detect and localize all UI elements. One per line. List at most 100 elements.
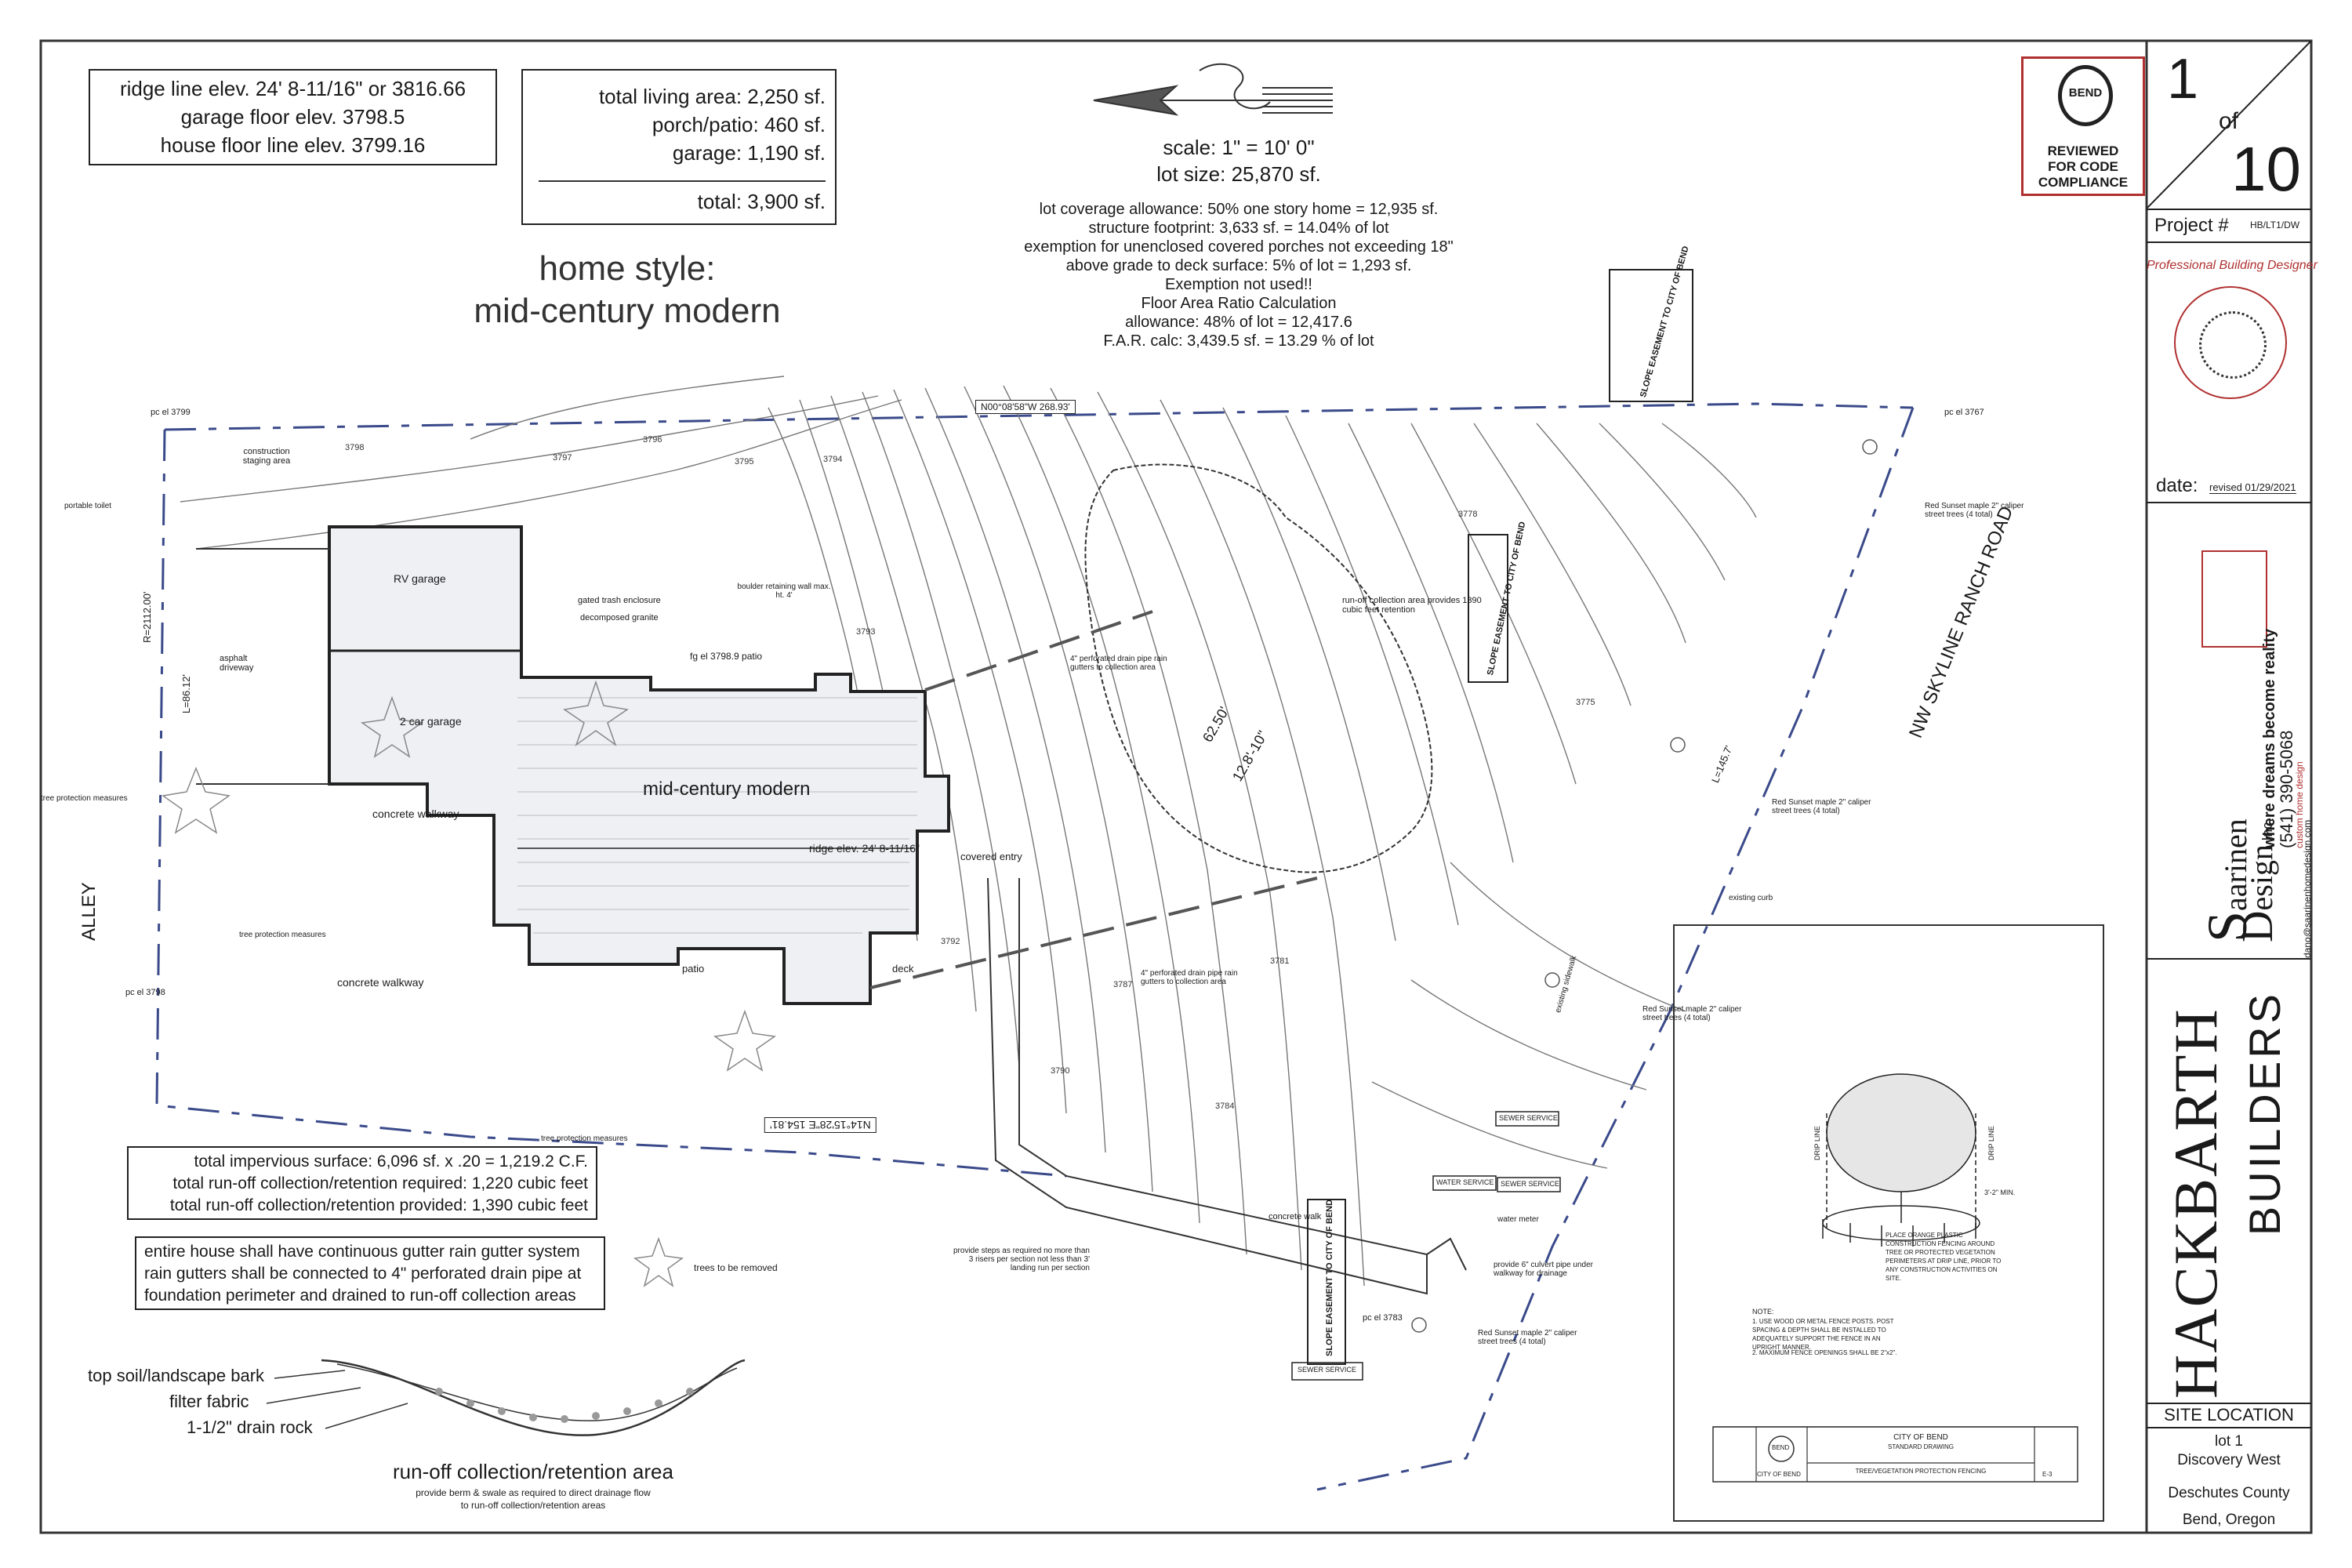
street-tree-label-4: Red Sunset maple 2" caliper street trees… — [1478, 1329, 1577, 1346]
concrete-walk-label: concrete walk — [1269, 1212, 1322, 1221]
bearing-bottom: N14°15'28"E 154.81' — [764, 1117, 877, 1133]
coverage-line-5: Exemption not used!! — [1165, 276, 1312, 293]
sewer-service-label-3: SEWER SERVICE — [1298, 1366, 1356, 1374]
runoff-provided: total run-off collection/retention provi… — [169, 1196, 588, 1214]
detail-seal: BEND — [1772, 1444, 1790, 1451]
home-style-value: mid-century modern — [474, 292, 781, 330]
collection-area-label: run-off collection area provides 1390 cu… — [1342, 596, 1482, 615]
design-d: D — [2234, 910, 2282, 942]
back-patio-label: patio — [682, 963, 705, 975]
retention-area-sub-1: provide berm & swale as required to dire… — [416, 1487, 651, 1498]
total-area: total: 3,900 sf. — [697, 190, 826, 213]
contour-label: 3793 — [856, 627, 876, 637]
drip-line-label-right: DRIP LINE — [1987, 1126, 1995, 1160]
retention-section — [321, 1359, 746, 1436]
covered-entry-label: covered entry — [960, 851, 1022, 862]
back-walkway-label: concrete walkway — [337, 976, 424, 989]
garage-area: garage: 1,190 sf. — [672, 141, 826, 165]
sheet-number: 1 — [2167, 48, 2199, 111]
tree-protection-label-1: tree protection measures — [41, 794, 128, 803]
contour-label: 3778 — [1458, 510, 1478, 519]
steps-label: provide steps as required no more than 3… — [953, 1247, 1090, 1272]
designer-seal-cell: Professional Building Designer date: rev… — [2147, 243, 2318, 503]
contour-label: 3796 — [643, 435, 662, 445]
decomposed-granite-label: decomposed granite — [580, 613, 659, 622]
code-compliance-stamp: BEND REVIEWED FOR CODE COMPLIANCE — [2021, 56, 2145, 196]
contour-label: 3790 — [1051, 1066, 1070, 1076]
contour-label: 3795 — [735, 457, 754, 466]
porch-area: porch/patio: 460 sf. — [652, 113, 826, 136]
detail-note-title: NOTE: — [1752, 1308, 1774, 1316]
contour-label: 3781 — [1270, 956, 1290, 966]
builders-name: BUILDERS — [2240, 991, 2289, 1236]
home-style-label: home style: — [539, 249, 716, 288]
detail-tree — [1822, 1073, 1980, 1247]
contour-label: 3787 — [1113, 980, 1133, 989]
drain-pipes — [869, 610, 1318, 989]
l-curve-label: L=86.12' — [180, 674, 192, 713]
sewer-service-label-2: SEWER SERVICE — [1501, 1180, 1559, 1188]
house-label: mid-century modern — [643, 779, 811, 800]
gutter-note-1: entire house shall have continuous gutte… — [144, 1243, 580, 1261]
sheet-divider-line — [2147, 41, 2311, 209]
contour-label: 3775 — [1576, 698, 1595, 707]
gutter-note-2: rain gutters shall be connected to 4" pe… — [144, 1265, 582, 1283]
design-name: esign — [2244, 844, 2279, 911]
coverage-line-1: lot coverage allowance: 50% one story ho… — [1039, 201, 1439, 218]
drain-pipe-label-1: 4" perforated drain pipe rain gutters to… — [1070, 655, 1167, 672]
tree-protection-label-2: tree protection measures — [239, 931, 326, 939]
walkways — [196, 548, 1467, 1295]
site-location-cell: SITE LOCATION lot 1 Discovery West Desch… — [2147, 1405, 2311, 1533]
elevations-box: ridge line elev. 24' 8-11/16" or 3816.66… — [89, 69, 497, 165]
detail-note-1: 1. USE WOOD OR METAL FENCE POSTS. POST S… — [1752, 1318, 1894, 1351]
ridge-label: ridge elev. 24' 8-11/16" — [809, 842, 920, 855]
ridge-elevation: ridge line elev. 24' 8-11/16" or 3816.66 — [119, 77, 466, 100]
rv-garage-label: RV garage — [394, 572, 446, 585]
coverage-line-8: F.A.R. calc: 3,439.5 sf. = 13.29 % of lo… — [1103, 332, 1374, 350]
pc-3783-label: pc el 3783 — [1363, 1313, 1403, 1323]
coverage-line-4: above grade to deck surface: 5% of lot =… — [1065, 257, 1412, 274]
alley-label: ALLEY — [78, 882, 100, 941]
two-car-garage-label: 2 car garage — [400, 715, 462, 728]
tree-symbols — [162, 680, 776, 1287]
sheet-of: of — [2219, 108, 2239, 134]
retention-area-title: run-off collection/retention area — [393, 1460, 673, 1483]
section-fabric-label: filter fabric — [169, 1392, 249, 1411]
living-area: total living area: 2,250 sf. — [598, 85, 826, 108]
coverage-line-6: Floor Area Ratio Calculation — [1141, 295, 1337, 312]
detail-std: STANDARD DRAWING — [1888, 1443, 1954, 1450]
stamp-line-3: COMPLIANCE — [2038, 175, 2129, 190]
contour-label: 3794 — [823, 455, 843, 464]
r-curve-label: R=2112.00' — [141, 591, 153, 644]
contour-label: 3784 — [1215, 1102, 1235, 1111]
concrete-walkway-label: concrete walkway — [372, 808, 459, 820]
saarinen-design-cell: Saarinen Design Inc. where dreams become… — [2147, 503, 2311, 960]
north-arrow — [1093, 63, 1333, 116]
gutter-note-box: entire house shall have continuous gutte… — [135, 1236, 605, 1310]
street-tree-label-2: Red Sunset maple 2" caliper street trees… — [1772, 798, 1871, 815]
contour-label: 3792 — [941, 937, 960, 946]
detail-city-footer: CITY OF BEND — [1757, 1471, 1801, 1478]
detail-title: TREE/VEGETATION PROTECTION FENCING — [1855, 1468, 1987, 1475]
staging-area-label: construction staging area — [242, 447, 291, 466]
asphalt-driveway-label: asphalt driveway — [220, 654, 254, 673]
trees-removed-legend: trees to be removed — [694, 1262, 778, 1273]
min-height-label: 3'-2" MIN. — [1984, 1189, 2016, 1196]
bearing-top: N00°08'58"W 268.93' — [975, 400, 1076, 414]
garage-floor-elevation: garage floor elev. 3798.5 — [180, 105, 405, 129]
sewer-service-label: SEWER SERVICE — [1499, 1114, 1558, 1122]
coverage-line-3: exemption for unenclosed covered porches… — [1024, 238, 1454, 256]
stamp-line-2: FOR CODE — [2048, 159, 2118, 174]
house-footprint — [328, 525, 950, 1005]
house-sketch-icon — [2201, 550, 2267, 648]
bend-seal-icon: BEND — [2058, 65, 2113, 126]
retention-area-sub-2: to run-off collection/retention areas — [460, 1500, 606, 1511]
tree-protection-detail: DRIP LINE DRIP LINE 3'-2" MIN. PLACE ORA… — [1674, 925, 2103, 1521]
street-tree-label-3: Red Sunset maple 2" caliper street trees… — [1642, 1005, 1742, 1022]
drip-line-label-left: DRIP LINE — [1813, 1126, 1821, 1160]
sheet-number-cell: 1 of 10 — [2147, 41, 2311, 210]
coverage-line-2: structure footprint: 3,633 sf. = 14.04% … — [1088, 220, 1389, 237]
scale-text: scale: 1" = 10' 0" — [1163, 136, 1315, 159]
impervious-surface: total impervious surface: 6,096 sf. x .2… — [194, 1152, 588, 1171]
lot-size: lot size: 25,870 sf. — [1156, 162, 1321, 186]
